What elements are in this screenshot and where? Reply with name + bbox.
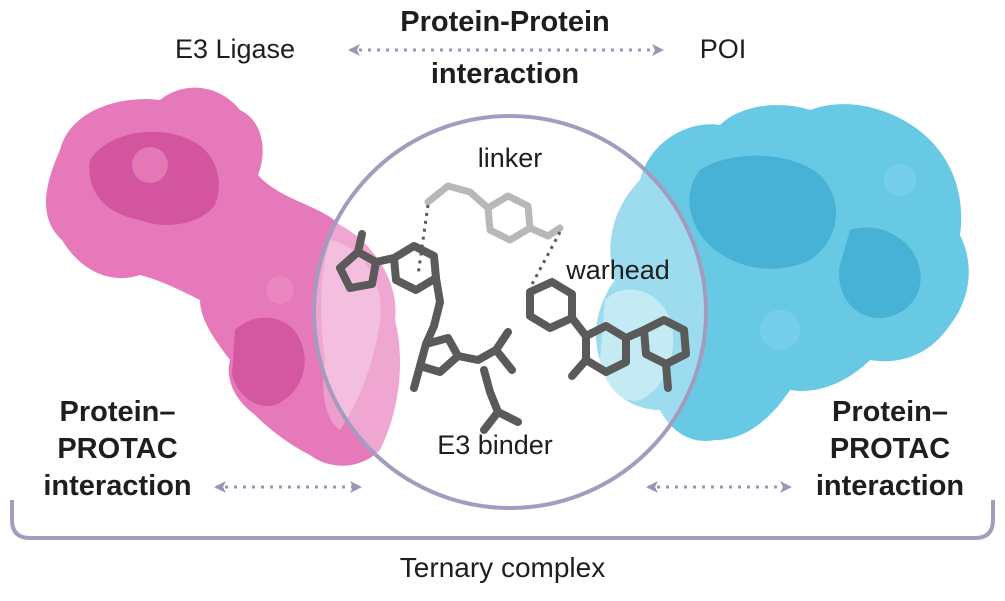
ppi-label-line2: interaction (430, 58, 580, 90)
warhead-molecule (526, 278, 690, 392)
ppi-label-line1: Protein-Protein (400, 6, 610, 38)
left-protac-label-line1: Protein– (59, 396, 176, 428)
connector-lines (416, 204, 562, 289)
ternary-bracket (10, 500, 995, 540)
e3-binder-molecule (336, 230, 522, 434)
poi-label: POI (699, 34, 747, 64)
linker-molecule (424, 182, 564, 244)
right-protac-label-line1: Protein– (831, 396, 949, 428)
linker-label: linker (477, 143, 543, 173)
e3-binder-label: E3 binder (437, 430, 553, 460)
left-protac-label-line3: interaction (43, 470, 192, 502)
warhead-label: warhead (566, 255, 670, 285)
poi-protein (595, 104, 969, 441)
ternary-complex-label: Ternary complex (399, 552, 606, 583)
left-protac-label-line2: PROTAC (57, 433, 178, 465)
right-protac-label-line3: interaction (815, 470, 965, 502)
e3-ligase-label: E3 Ligase (174, 34, 296, 64)
protac-circle (312, 114, 708, 510)
right-protac-label-line2: PROTAC (829, 433, 951, 465)
